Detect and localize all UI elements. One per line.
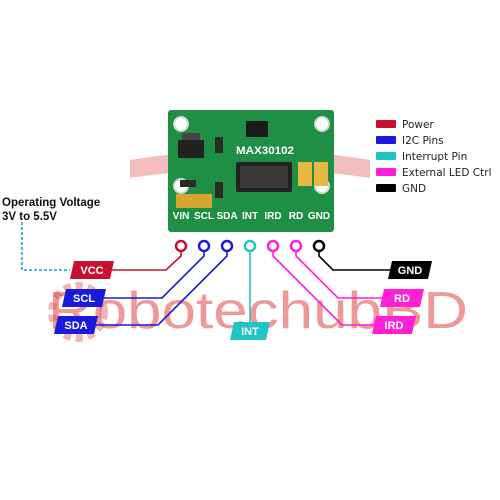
pin-label-ird: IRD <box>264 211 281 222</box>
pin-label-sda: SDA <box>216 211 237 222</box>
tag-int-label: INT <box>241 326 259 338</box>
tag-ird: IRD <box>372 316 416 334</box>
legend-led-label: External LED Ctrl <box>402 167 492 179</box>
tag-rd-shape <box>380 289 424 307</box>
wire-rd <box>295 252 384 299</box>
wire-ird <box>272 252 378 326</box>
tag-rd-label: RD <box>394 293 410 305</box>
pin-label-scl: SCL <box>194 211 214 222</box>
wire-vcc <box>112 252 182 271</box>
capacitor <box>176 194 212 208</box>
pin-header <box>174 239 326 253</box>
wire-scl <box>104 252 205 299</box>
tag-sda-label: SDA <box>64 320 87 332</box>
sensor-board: MAX30102 VIN SCL SDA INT IRD RD GND <box>168 110 334 232</box>
tag-int: INT <box>230 322 270 340</box>
sensor-window <box>240 166 288 188</box>
tag-int-shape <box>230 322 270 340</box>
tag-ird-label: IRD <box>385 320 404 332</box>
tag-gnd-label: GND <box>398 265 423 277</box>
regulator-chip <box>178 140 204 158</box>
wire-gnd <box>318 252 390 271</box>
tag-sda-shape <box>54 316 98 334</box>
chip-label: MAX30102 <box>236 145 294 157</box>
voltage-note-line2: 3V to 5.5V <box>2 211 57 223</box>
tag-ird-shape <box>372 316 416 334</box>
mounting-hole-icon <box>314 116 330 132</box>
small-chip <box>246 121 268 137</box>
resistor <box>215 182 223 198</box>
capacitor <box>314 162 328 186</box>
pin-hole-sda <box>220 239 234 253</box>
pin-label-vin: VIN <box>173 211 190 222</box>
pin-label-int: INT <box>242 211 258 222</box>
tag-rd: RD <box>380 289 424 307</box>
mounting-hole-icon <box>173 116 189 132</box>
pin-label-gnd: GND <box>308 211 330 222</box>
pin-label-rd: RD <box>289 211 303 222</box>
wire-note <box>21 222 70 271</box>
legend-interrupt-label: Interrupt Pin <box>402 151 467 163</box>
resistor <box>180 180 196 187</box>
pin-hole-gnd <box>312 239 326 253</box>
regulator-tab <box>182 133 200 140</box>
tag-vcc: VCC <box>70 261 114 279</box>
voltage-note-line1: Operating Voltage <box>2 197 100 209</box>
wires <box>21 222 390 326</box>
pin-hole-int <box>243 239 257 253</box>
pin-hole-rd <box>289 239 303 253</box>
legend-gnd-label: GND <box>402 183 426 195</box>
legend-gnd-swatch-icon <box>376 184 396 192</box>
legend-interrupt-swatch-icon <box>376 152 396 160</box>
legend-power-swatch-icon <box>376 120 396 128</box>
legend-power-label: Power <box>402 119 434 131</box>
watermark-gear-icon <box>48 282 108 342</box>
tag-vcc-label: VCC <box>80 265 103 277</box>
tag-scl: SCL <box>62 289 106 307</box>
tag-vcc-shape <box>70 261 114 279</box>
tag-gnd: GND <box>388 261 432 279</box>
pin-hole-vin <box>174 239 188 253</box>
tag-scl-label: SCL <box>73 293 95 305</box>
legend-i2c-swatch-icon <box>376 136 396 144</box>
legend: Power I2C Pins Interrupt Pin External LE… <box>376 119 492 195</box>
tag-sda: SDA <box>54 316 98 334</box>
voltage-note: Operating Voltage 3V to 5.5V <box>2 197 100 223</box>
pin-hole-ird <box>266 239 280 253</box>
legend-i2c-label: I2C Pins <box>402 135 444 147</box>
legend-led-swatch-icon <box>376 168 396 176</box>
tag-scl-shape <box>62 289 106 307</box>
resistor <box>215 137 223 153</box>
pin-hole-scl <box>197 239 211 253</box>
tag-gnd-shape <box>388 261 432 279</box>
wire-sda <box>96 252 228 326</box>
capacitor <box>298 162 312 186</box>
